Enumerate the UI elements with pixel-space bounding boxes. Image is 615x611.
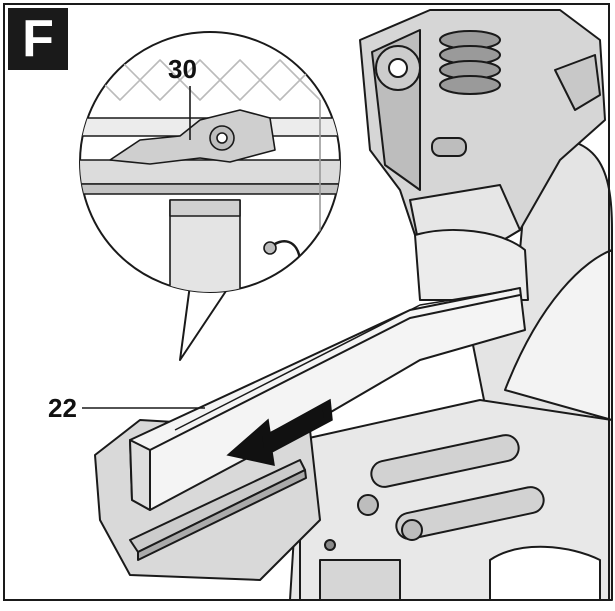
lever-part-30 <box>109 109 276 165</box>
saw-base <box>289 399 613 601</box>
callout-label-22: 22 <box>48 393 77 423</box>
callout-label-30: 30 <box>168 54 197 84</box>
figure-letter: F <box>8 8 68 70</box>
detail-zoom <box>79 31 341 361</box>
saw-body <box>359 9 613 431</box>
spring-coil <box>439 30 501 95</box>
arrow-left-icon <box>226 398 333 466</box>
figure-frame <box>3 3 610 601</box>
